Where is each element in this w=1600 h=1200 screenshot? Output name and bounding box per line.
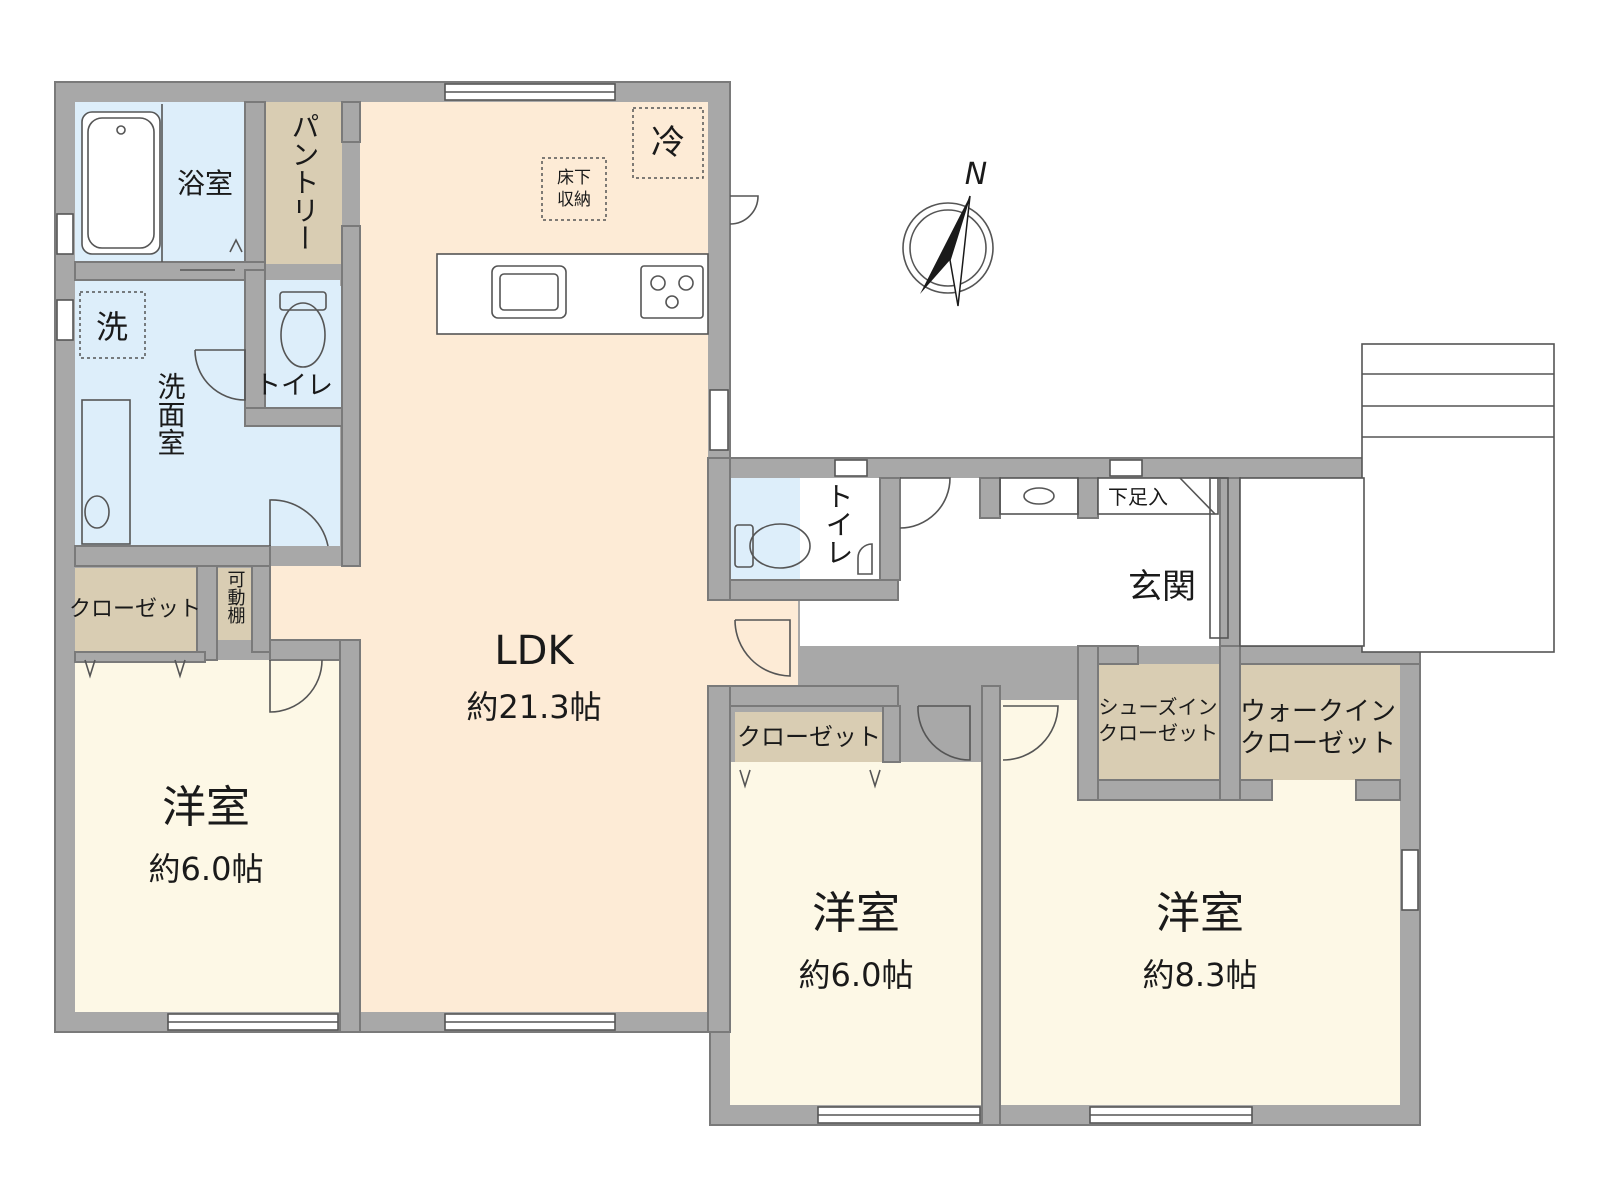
entrance-label: 玄関	[1128, 567, 1196, 607]
closet-1-label: クローゼット	[69, 597, 201, 622]
shoes-in-closet-line1: シューズイン	[1099, 695, 1218, 719]
underfloor-storage-line1: 床下	[557, 168, 591, 188]
bedroom-3-label: 洋室	[1156, 888, 1244, 939]
pantry-label: パントリー	[288, 112, 321, 252]
bedroom-1-label: 洋室	[162, 782, 250, 833]
shoes-in-closet-line2: クローゼット	[1098, 721, 1218, 745]
kitchen-counter	[436, 253, 709, 335]
bedroom-3-size: 約8.3帖	[1143, 956, 1258, 994]
windows	[56, 83, 1419, 1124]
entrance-steps	[1239, 343, 1555, 653]
toilet-2-label: トイレ	[822, 482, 855, 566]
room-labels: 浴室 パントリー 冷 床下 収納 洗 洗面室 トイレ トイレ クローゼット 可動…	[69, 112, 1396, 994]
walk-in-closet-line2: クローゼット	[1240, 729, 1396, 759]
bathtub	[81, 111, 161, 255]
closet-2-label: クローゼット	[737, 723, 881, 751]
toilet-1-label: トイレ	[255, 371, 333, 401]
bedroom-2-size: 約6.0帖	[799, 956, 914, 994]
washer-label: 洗	[96, 308, 128, 346]
closet-2-floor	[735, 712, 883, 762]
bedroom-2-floor	[730, 762, 982, 1105]
walk-in-closet-floor	[1240, 664, 1400, 780]
underfloor-storage-line2: 収納	[557, 190, 591, 210]
bedroom-1-floor	[75, 660, 340, 1012]
shelf-floor	[218, 568, 252, 640]
washroom-label: 洗面室	[154, 372, 187, 456]
pantry-floor	[266, 102, 342, 264]
shelf-label: 可動棚	[225, 570, 246, 625]
compass-north-label: N	[965, 157, 987, 192]
ldk-label: LDK	[494, 628, 575, 674]
bedroom-3-floor	[1000, 780, 1400, 1105]
ldk-size: 約21.3帖	[466, 688, 601, 726]
bedroom-2-label: 洋室	[812, 888, 900, 939]
fixtures	[79, 104, 1229, 639]
closet-1-floor	[75, 568, 197, 652]
shoes-in-closet-floor	[1098, 664, 1220, 780]
toilet-1-floor	[266, 286, 342, 408]
north-compass-icon: N	[902, 157, 994, 307]
bedroom-1-size: 約6.0帖	[149, 850, 264, 888]
shoe-cabinet-label: 下足入	[1108, 485, 1168, 509]
fridge-label: 冷	[651, 123, 685, 163]
bath-label: 浴室	[177, 167, 233, 200]
walk-in-closet-line1: ウォークイン	[1240, 697, 1396, 727]
floor-areas	[75, 102, 1400, 1105]
